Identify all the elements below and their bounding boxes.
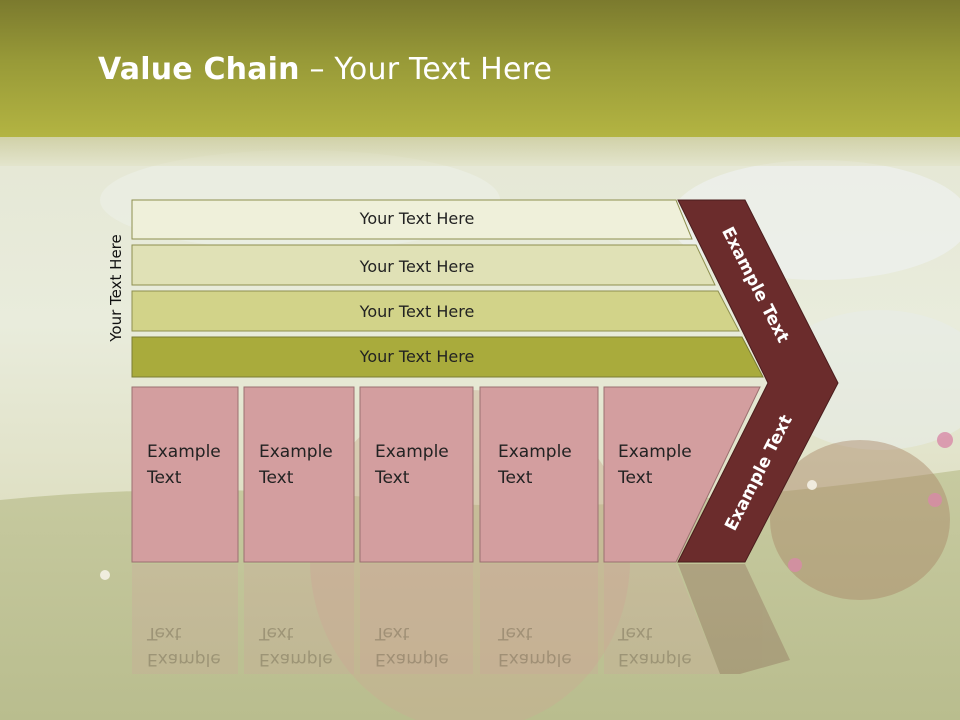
cell-1-shape xyxy=(131,386,239,563)
cell-2-label: Example Text xyxy=(259,442,333,488)
chevron-arrow xyxy=(677,199,839,563)
slide-title: Value Chain – Your Text Here xyxy=(98,52,552,87)
title-bar xyxy=(0,0,960,137)
row-2-shape xyxy=(131,244,716,286)
cell-2-shape xyxy=(243,386,355,563)
cell-3-reflection: Example Text xyxy=(375,623,449,669)
cell-4-shape xyxy=(479,386,599,563)
cell-3-label: Example Text xyxy=(375,442,449,488)
title-bar-shadow xyxy=(0,137,960,166)
row-4-shape xyxy=(131,336,764,378)
cell-2-reflection: Example Text xyxy=(259,623,333,669)
row-3-label: Your Text Here xyxy=(359,302,475,321)
cell-5-reflection: Example Text xyxy=(618,623,692,669)
title-rest: – Your Text Here xyxy=(299,52,553,87)
cell-3-shape xyxy=(359,386,474,563)
cell-4-label: Example Text xyxy=(498,442,572,488)
row-3-shape xyxy=(131,290,740,332)
cell-1-reflection: Example Text xyxy=(147,623,221,669)
title-bold: Value Chain xyxy=(98,52,300,87)
row-2-label: Your Text Here xyxy=(359,257,475,276)
row-1-label: Your Text Here xyxy=(359,209,475,228)
cell-1-label: Example Text xyxy=(147,442,221,488)
diagram-reflection xyxy=(132,564,790,674)
cell-5-label: Example Text xyxy=(618,442,692,488)
cell-5-shape xyxy=(603,386,761,563)
row-1-shape xyxy=(131,199,693,240)
row-4-label: Your Text Here xyxy=(359,347,475,366)
cell-4-reflection: Example Text xyxy=(498,623,572,669)
